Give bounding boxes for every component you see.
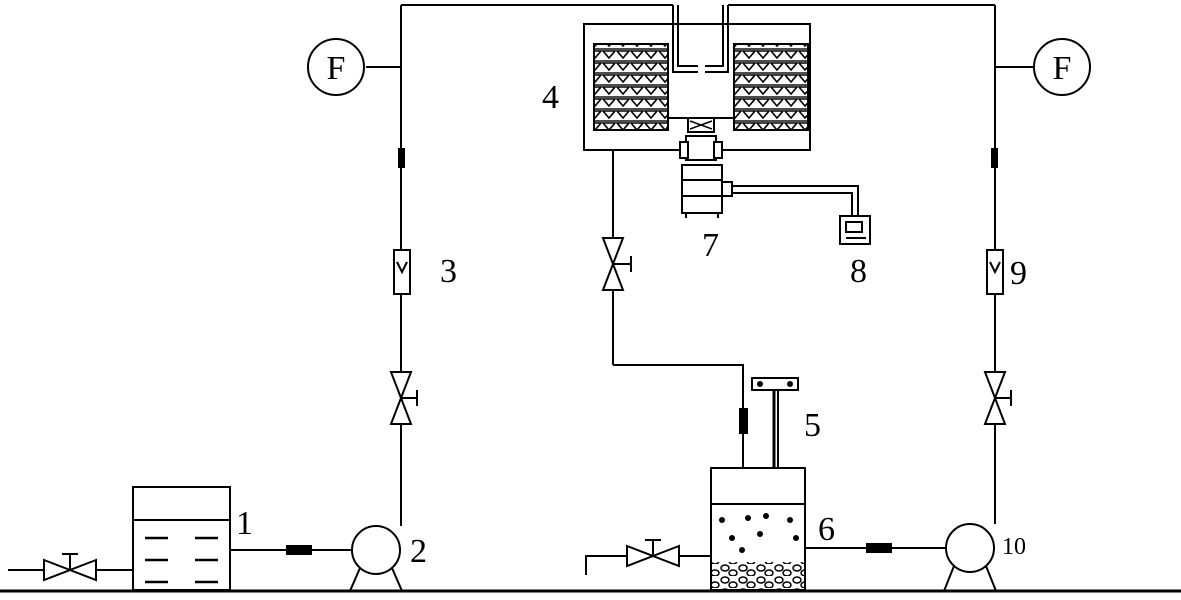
left-riser-valve[interactable] (389, 371, 418, 425)
check-valve-left (286, 545, 312, 555)
feed-pump[interactable] (348, 525, 404, 592)
module-outlet-valve[interactable] (601, 237, 632, 291)
svg-text:F: F (327, 50, 346, 87)
reactor (710, 467, 806, 591)
recycle-pump[interactable] (942, 523, 998, 592)
sensor-right (991, 148, 998, 168)
sensor-left (398, 148, 405, 168)
svg-text:F: F (1053, 50, 1072, 87)
membrane-module-label: 4 (542, 79, 559, 116)
flowmeter-right (986, 249, 1004, 295)
stirrer-label: 5 (804, 407, 821, 444)
motor (679, 117, 733, 218)
flow-gauge-left: F (307, 38, 365, 96)
right-riser-valve[interactable] (983, 371, 1012, 425)
flowmeter-left (393, 249, 411, 295)
motor-label: 7 (702, 227, 719, 264)
recycle-pump-label: 10 (1002, 534, 1026, 560)
sensor-reactor (739, 408, 748, 434)
reactor-drain-valve[interactable] (626, 539, 680, 568)
feed-pump-label: 2 (410, 533, 427, 570)
flowmeter-left-label: 3 (440, 253, 457, 290)
check-valve-right (866, 543, 892, 553)
feed-tank-label: 1 (236, 505, 253, 542)
feed-tank (132, 486, 231, 591)
inlet-valve[interactable] (43, 553, 97, 582)
flowmeter-right-label: 9 (1010, 255, 1027, 292)
reactor-label: 6 (818, 511, 835, 548)
controller[interactable] (839, 215, 871, 245)
controller-label: 8 (850, 253, 867, 290)
membrane-module (583, 5, 811, 162)
flow-gauge-right: F (1033, 38, 1091, 96)
